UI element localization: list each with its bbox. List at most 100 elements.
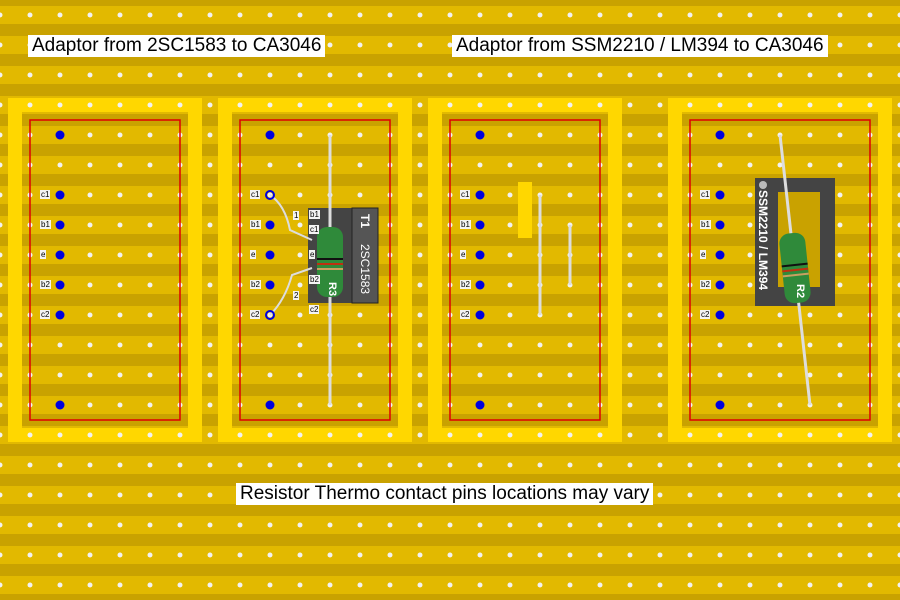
hole bbox=[897, 522, 900, 528]
hole bbox=[357, 522, 363, 528]
hole bbox=[207, 132, 213, 138]
hole bbox=[357, 12, 363, 18]
hole bbox=[567, 462, 573, 468]
hole bbox=[537, 462, 543, 468]
hole bbox=[477, 342, 483, 348]
hole bbox=[687, 72, 693, 78]
hole bbox=[567, 522, 573, 528]
pin-label-c2: c2 bbox=[250, 310, 261, 319]
hole bbox=[117, 432, 123, 438]
hole bbox=[477, 72, 483, 78]
pin-label-c1: c1 bbox=[40, 190, 51, 199]
hole bbox=[117, 342, 123, 348]
hole bbox=[387, 462, 393, 468]
hole bbox=[297, 402, 303, 408]
hole bbox=[897, 582, 900, 588]
hole bbox=[477, 432, 483, 438]
hole bbox=[327, 42, 333, 48]
hole bbox=[747, 462, 753, 468]
hole bbox=[687, 492, 693, 498]
hole bbox=[267, 102, 273, 108]
hole bbox=[477, 462, 483, 468]
hole bbox=[327, 432, 333, 438]
hole bbox=[117, 312, 123, 318]
pin-label-c1: c1 bbox=[700, 190, 711, 199]
hole bbox=[417, 132, 423, 138]
hole bbox=[837, 282, 843, 288]
t1-pin-label-e: e bbox=[309, 250, 316, 259]
hole bbox=[147, 492, 153, 498]
note-text: Resistor Thermo contact pins locations m… bbox=[236, 483, 654, 505]
hole bbox=[0, 522, 3, 528]
hole bbox=[627, 522, 633, 528]
hole bbox=[837, 222, 843, 228]
hole bbox=[207, 432, 213, 438]
hole bbox=[357, 432, 363, 438]
hole bbox=[327, 552, 333, 558]
hole bbox=[837, 522, 843, 528]
pad bbox=[55, 190, 65, 200]
hole bbox=[147, 192, 153, 198]
hole bbox=[657, 432, 663, 438]
hole bbox=[777, 522, 783, 528]
resistor-body bbox=[317, 227, 343, 297]
hole bbox=[87, 402, 93, 408]
hole bbox=[597, 72, 603, 78]
hole bbox=[627, 102, 633, 108]
hole bbox=[567, 132, 573, 138]
hole bbox=[897, 102, 900, 108]
hole bbox=[147, 462, 153, 468]
hole bbox=[357, 552, 363, 558]
hole bbox=[117, 12, 123, 18]
hole bbox=[537, 432, 543, 438]
hole bbox=[297, 132, 303, 138]
hole bbox=[27, 72, 33, 78]
hole bbox=[537, 72, 543, 78]
hole bbox=[357, 162, 363, 168]
hole bbox=[297, 282, 303, 288]
hole bbox=[0, 132, 3, 138]
hole bbox=[417, 342, 423, 348]
hole bbox=[117, 402, 123, 408]
hole bbox=[387, 522, 393, 528]
hole bbox=[387, 42, 393, 48]
t1-body-label-area bbox=[351, 207, 379, 304]
hole bbox=[117, 72, 123, 78]
hole bbox=[417, 282, 423, 288]
hole bbox=[147, 522, 153, 528]
hole bbox=[87, 552, 93, 558]
hole bbox=[357, 372, 363, 378]
hole bbox=[627, 432, 633, 438]
pad bbox=[265, 280, 275, 290]
hole bbox=[627, 402, 633, 408]
r3-label: R3 bbox=[326, 282, 338, 297]
hole bbox=[297, 582, 303, 588]
hole bbox=[837, 192, 843, 198]
hole bbox=[717, 552, 723, 558]
hole bbox=[627, 372, 633, 378]
band bbox=[317, 258, 343, 260]
hole bbox=[327, 462, 333, 468]
hole bbox=[177, 552, 183, 558]
hole bbox=[777, 12, 783, 18]
hole bbox=[357, 312, 363, 318]
hole bbox=[207, 12, 213, 18]
hole bbox=[687, 522, 693, 528]
pin-label-e: e bbox=[250, 250, 257, 259]
hole bbox=[747, 432, 753, 438]
hole bbox=[147, 402, 153, 408]
hole bbox=[177, 72, 183, 78]
hole bbox=[777, 312, 783, 318]
hole bbox=[747, 72, 753, 78]
hole bbox=[237, 72, 243, 78]
hole bbox=[357, 132, 363, 138]
hole bbox=[417, 192, 423, 198]
hole bbox=[627, 222, 633, 228]
hole bbox=[837, 42, 843, 48]
hole bbox=[867, 102, 873, 108]
pin-label-b2: b2 bbox=[700, 280, 711, 289]
hole bbox=[657, 312, 663, 318]
hole bbox=[237, 462, 243, 468]
hole bbox=[327, 102, 333, 108]
hole bbox=[87, 522, 93, 528]
